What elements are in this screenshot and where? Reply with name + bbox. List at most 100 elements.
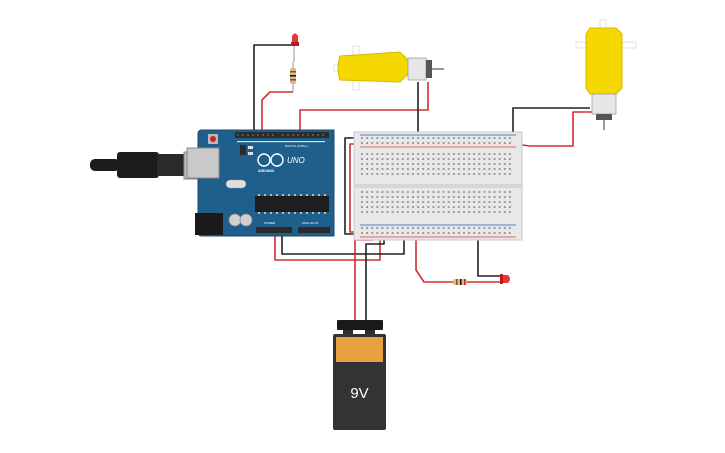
breadboard-hole[interactable]	[493, 142, 496, 144]
breadboard-hole[interactable]	[488, 173, 491, 175]
breadboard-hole[interactable]	[442, 168, 445, 170]
breadboard-hole[interactable]	[468, 211, 471, 213]
breadboard-hole[interactable]	[452, 163, 455, 165]
breadboard-hole[interactable]	[488, 158, 491, 160]
breadboard-hole[interactable]	[391, 153, 394, 155]
breadboard-hole[interactable]	[488, 153, 491, 155]
breadboard-hole[interactable]	[371, 163, 374, 165]
breadboard-hole[interactable]	[478, 163, 481, 165]
breadboard-hole[interactable]	[406, 206, 409, 208]
breadboard-hole[interactable]	[401, 211, 404, 213]
breadboard-hole[interactable]	[396, 137, 399, 139]
breadboard-hole[interactable]	[457, 158, 460, 160]
breadboard-hole[interactable]	[503, 201, 506, 203]
breadboard-hole[interactable]	[406, 163, 409, 165]
breadboard-hole[interactable]	[401, 232, 404, 234]
breadboard-hole[interactable]	[391, 196, 394, 198]
breadboard-hole[interactable]	[391, 173, 394, 175]
breadboard-hole[interactable]	[503, 168, 506, 170]
breadboard-hole[interactable]	[463, 191, 465, 193]
breadboard-hole[interactable]	[366, 211, 369, 213]
breadboard-hole[interactable]	[478, 206, 481, 208]
breadboard-hole[interactable]	[437, 232, 440, 234]
breadboard-hole[interactable]	[391, 158, 394, 160]
breadboard-hole[interactable]	[422, 158, 425, 160]
breadboard-hole[interactable]	[503, 163, 506, 165]
breadboard-hole[interactable]	[406, 168, 409, 170]
breadboard-hole[interactable]	[366, 137, 369, 139]
breadboard-hole[interactable]	[498, 227, 501, 229]
breadboard-hole[interactable]	[386, 206, 389, 208]
breadboard-hole[interactable]	[412, 232, 414, 234]
breadboard-hole[interactable]	[473, 206, 476, 208]
breadboard-hole[interactable]	[422, 206, 425, 208]
breadboard-hole[interactable]	[412, 142, 414, 144]
breadboard-hole[interactable]	[376, 173, 379, 175]
breadboard-hole[interactable]	[457, 227, 460, 229]
breadboard-hole[interactable]	[401, 227, 404, 229]
breadboard-hole[interactable]	[361, 211, 363, 213]
breadboard-hole[interactable]	[361, 168, 363, 170]
breadboard-hole[interactable]	[417, 211, 420, 213]
breadboard-hole[interactable]	[401, 137, 404, 139]
breadboard-hole[interactable]	[371, 191, 374, 193]
breadboard-hole[interactable]	[493, 196, 496, 198]
breadboard-hole[interactable]	[442, 142, 445, 144]
breadboard-hole[interactable]	[427, 191, 430, 193]
breadboard-hole[interactable]	[457, 211, 460, 213]
breadboard-hole[interactable]	[422, 211, 425, 213]
breadboard-hole[interactable]	[452, 158, 455, 160]
breadboard-hole[interactable]	[412, 163, 414, 165]
resistor-1[interactable]	[290, 62, 296, 92]
breadboard-hole[interactable]	[447, 191, 450, 193]
breadboard-hole[interactable]	[457, 201, 460, 203]
breadboard-hole[interactable]	[422, 227, 425, 229]
breadboard-hole[interactable]	[463, 137, 465, 139]
breadboard-hole[interactable]	[483, 211, 486, 213]
breadboard-hole[interactable]	[447, 153, 450, 155]
breadboard-hole[interactable]	[371, 232, 374, 234]
breadboard-hole[interactable]	[401, 173, 404, 175]
breadboard-hole[interactable]	[473, 142, 476, 144]
breadboard-hole[interactable]	[463, 173, 465, 175]
breadboard-hole[interactable]	[386, 173, 389, 175]
breadboard-hole[interactable]	[361, 158, 363, 160]
breadboard-hole[interactable]	[406, 158, 409, 160]
breadboard-hole[interactable]	[452, 142, 455, 144]
breadboard-hole[interactable]	[396, 158, 399, 160]
breadboard-hole[interactable]	[442, 232, 445, 234]
breadboard-hole[interactable]	[437, 173, 440, 175]
wire-led1-gnd[interactable]	[253, 44, 292, 136]
breadboard-hole[interactable]	[401, 168, 404, 170]
breadboard-hole[interactable]	[493, 163, 496, 165]
breadboard-hole[interactable]	[376, 191, 379, 193]
breadboard-hole[interactable]	[422, 201, 425, 203]
breadboard-hole[interactable]	[417, 153, 420, 155]
breadboard-hole[interactable]	[478, 201, 481, 203]
breadboard-hole[interactable]	[371, 211, 374, 213]
breadboard-hole[interactable]	[366, 232, 369, 234]
breadboard-hole[interactable]	[483, 201, 486, 203]
breadboard-hole[interactable]	[503, 196, 506, 198]
breadboard-hole[interactable]	[447, 173, 450, 175]
breadboard-hole[interactable]	[396, 173, 399, 175]
breadboard-hole[interactable]	[468, 191, 471, 193]
breadboard-hole[interactable]	[371, 158, 374, 160]
breadboard-hole[interactable]	[417, 201, 420, 203]
breadboard-hole[interactable]	[488, 211, 491, 213]
breadboard-hole[interactable]	[432, 168, 435, 170]
breadboard-hole[interactable]	[406, 137, 409, 139]
breadboard-hole[interactable]	[488, 168, 491, 170]
breadboard-hole[interactable]	[366, 142, 369, 144]
breadboard-hole[interactable]	[478, 158, 481, 160]
breadboard-hole[interactable]	[498, 153, 501, 155]
breadboard-hole[interactable]	[412, 173, 414, 175]
breadboard-hole[interactable]	[417, 173, 420, 175]
breadboard-hole[interactable]	[447, 158, 450, 160]
breadboard-hole[interactable]	[412, 158, 414, 160]
breadboard-hole[interactable]	[366, 173, 369, 175]
breadboard-hole[interactable]	[452, 173, 455, 175]
breadboard-hole[interactable]	[442, 211, 445, 213]
breadboard-hole[interactable]	[498, 158, 501, 160]
breadboard-hole[interactable]	[483, 232, 486, 234]
